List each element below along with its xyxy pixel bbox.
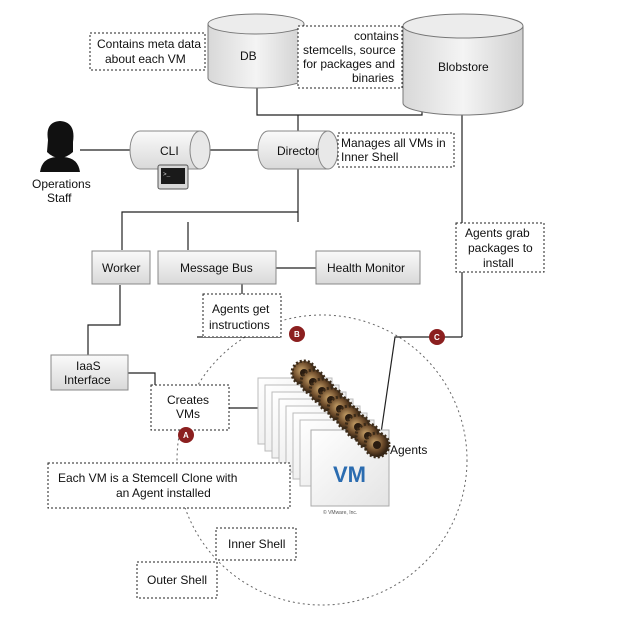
stemcell-note-line-1: Each VM is a Stemcell Clone with (58, 471, 237, 485)
db-note-line-2: about each VM (105, 52, 186, 66)
cli-label: CLI (160, 144, 179, 158)
worker-node[interactable]: Worker (91, 250, 151, 285)
blob-note-line-1: contains (354, 29, 399, 43)
agents-get-line-1: Agents get (212, 302, 270, 316)
creates-vms-line-1: Creates (167, 393, 209, 407)
agents-get-note: Agents get instructions (202, 293, 282, 338)
outer-shell-note: Outer Shell (136, 561, 218, 599)
blob-note-line-4: binaries (352, 71, 394, 85)
vm-copyright: © VMware, Inc. (323, 509, 357, 516)
marker-b-label: B (294, 330, 300, 339)
marker-c: C (429, 329, 445, 345)
marker-b: B (289, 326, 305, 342)
db-label: DB (240, 49, 257, 63)
message-bus-label: Message Bus (180, 261, 253, 275)
agents-grab-line-1: Agents grab (465, 226, 530, 240)
outer-shell-label: Outer Shell (147, 573, 207, 587)
director-note-line-1: Manages all VMs in (341, 136, 446, 150)
blobstore-label: Blobstore (438, 60, 489, 74)
vm-label: VM (333, 462, 366, 487)
agents-get-line-2: instructions (209, 318, 270, 332)
agents-label: Agents (390, 443, 427, 457)
agent-gears (290, 359, 391, 459)
agents-grab-line-2: packages to (468, 241, 533, 255)
stemcell-note-line-2: an Agent installed (116, 486, 211, 500)
vm-stack: VM © VMware, Inc. (257, 377, 390, 516)
outer-shell-circle (176, 314, 468, 606)
marker-a: A (178, 427, 194, 443)
agents-grab-note: Agents grab packages to install (455, 222, 545, 273)
gear-icon (363, 431, 391, 459)
db-note-line-1: Contains meta data (97, 37, 201, 51)
worker-label: Worker (102, 261, 140, 275)
inner-shell-note: Inner Shell (215, 527, 297, 561)
health-monitor-node[interactable]: Health Monitor (315, 250, 421, 285)
marker-c-label: C (434, 333, 440, 342)
blobstore-note: contains stemcells, source for packages … (297, 25, 403, 89)
blob-note-line-3: for packages and (303, 57, 395, 71)
operations-label-line-1: Operations (32, 177, 91, 191)
director-node[interactable]: Director (257, 130, 339, 170)
operations-staff-icon (40, 121, 80, 172)
terminal-icon: >_ (157, 164, 189, 190)
iaas-label-line-1: IaaS (76, 359, 101, 373)
iaas-interface-node[interactable]: IaaS Interface (50, 354, 129, 391)
creates-vms-note: Creates VMs (150, 384, 230, 431)
svg-text:>_: >_ (163, 171, 171, 178)
director-label: Director (277, 144, 319, 158)
message-bus-node[interactable]: Message Bus (157, 250, 277, 285)
blobstore-node[interactable]: Blobstore (402, 13, 524, 116)
iaas-label-line-2: Interface (64, 373, 111, 387)
inner-shell-label: Inner Shell (228, 537, 285, 551)
cli-node[interactable]: CLI (129, 130, 211, 170)
agents-grab-line-3: install (483, 256, 514, 270)
stemcell-note: Each VM is a Stemcell Clone with an Agen… (47, 462, 291, 509)
director-note-line-2: Inner Shell (341, 150, 398, 164)
marker-a-label: A (183, 431, 189, 440)
creates-vms-line-2: VMs (176, 407, 200, 421)
health-monitor-label: Health Monitor (327, 261, 405, 275)
db-note: Contains meta data about each VM (89, 32, 206, 71)
operations-label-line-2: Staff (47, 191, 72, 205)
blob-note-line-2: stemcells, source (303, 43, 396, 57)
db-node[interactable]: DB (207, 13, 305, 89)
director-note: Manages all VMs in Inner Shell (337, 132, 455, 168)
